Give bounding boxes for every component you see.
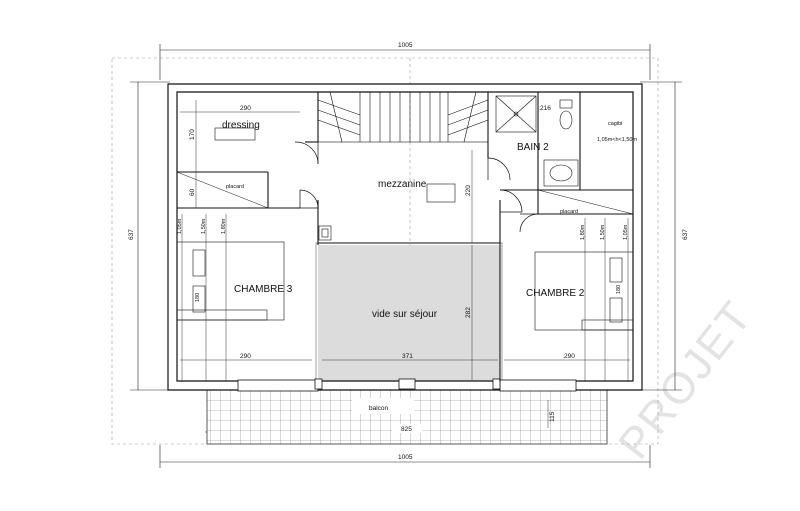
windows: [237, 378, 577, 392]
dim-placard-depth: 60: [189, 188, 196, 196]
label-chambre-2: CHAMBRE 2: [526, 288, 585, 299]
dim-bottom-center: 371: [402, 353, 413, 360]
balcon-dim-bg: [392, 424, 422, 433]
label-void: vide sur séjour: [372, 309, 438, 320]
dim-dressing-depth: 170: [189, 129, 196, 140]
void-area: [318, 245, 500, 382]
dim-bain-width: 216: [540, 105, 551, 112]
bathroom-fixtures: [495, 95, 579, 187]
watermark: PROJET: [609, 292, 762, 468]
dim-left-h1: 1,05m: [177, 218, 183, 234]
label-chambre-3: CHAMBRE 3: [234, 284, 293, 295]
dim-bottom-right: 290: [564, 353, 575, 360]
toilet: [559, 110, 573, 130]
bed-left: [176, 241, 285, 321]
dim-right-h2: 1,50m: [600, 224, 606, 240]
dim-bed-right: 180: [616, 285, 622, 294]
label-dressing: dressing: [222, 120, 260, 131]
doors: [294, 141, 539, 233]
balcon-label-bg: [352, 398, 414, 414]
dim-left-h3: 1,80m: [221, 218, 227, 234]
dim-right-h3: 1,05m: [623, 224, 629, 240]
placard-diagonals: [176, 171, 634, 215]
dim-mezzanine-depth: 220: [465, 185, 472, 196]
dim-bottom-left: 290: [240, 353, 251, 360]
label-placard-left: placard: [226, 184, 244, 190]
bed-right: [534, 251, 634, 331]
sink: [549, 164, 573, 182]
dim-balcon-width: 825: [401, 426, 412, 433]
label-bain: BAIN 2: [517, 142, 549, 153]
label-mezzanine: mezzanine: [378, 179, 427, 190]
dim-bed-left: 180: [195, 293, 201, 302]
dim-height-left: 637: [128, 229, 135, 240]
label-cagibi-note: 1,05m<h<1,50m: [597, 137, 637, 143]
label-placard-right: placard: [560, 209, 578, 215]
dim-balcon-depth: 115: [549, 411, 556, 422]
dim-void-depth: 282: [465, 307, 472, 318]
dim-left-h2: 1,50m: [201, 218, 207, 234]
dressing-furniture: [214, 127, 456, 241]
svg-text:PROJET: PROJET: [609, 292, 762, 468]
dim-right-h1: 1,80m: [580, 224, 586, 240]
staircase: [317, 91, 489, 143]
interior-dimensions: [180, 100, 630, 428]
dim-overall-top: 1005: [398, 42, 413, 49]
label-cagibi: cagibi: [608, 121, 622, 127]
label-balcon: balcon: [369, 405, 389, 412]
dim-dressing-width: 290: [240, 105, 251, 112]
dim-height-right: 637: [682, 229, 689, 240]
dim-overall-bottom: 1005: [398, 454, 413, 461]
